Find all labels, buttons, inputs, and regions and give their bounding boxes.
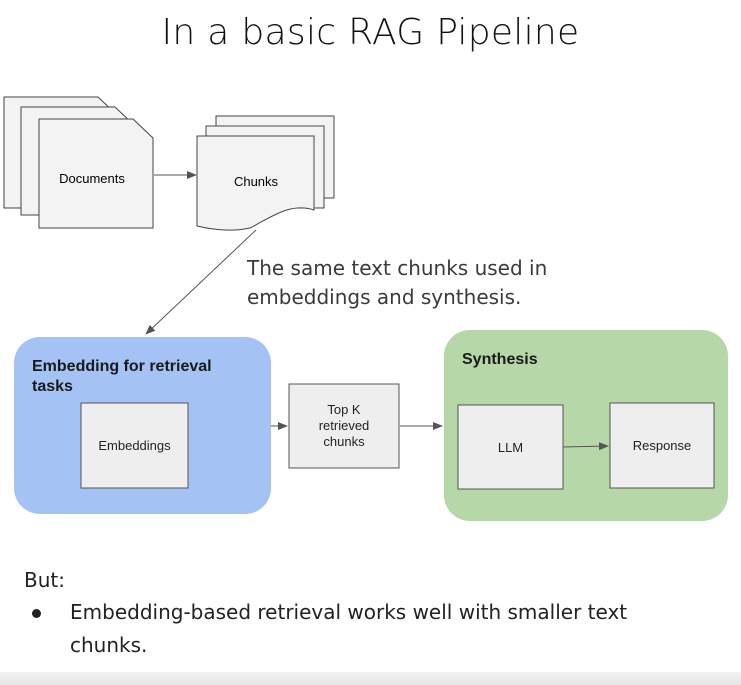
topk-box	[288, 383, 400, 469]
bottom-edge	[0, 672, 741, 685]
retrieval-panel-title: Embedding for retrieval tasks	[32, 358, 212, 395]
embeddings-label: Embeddings	[98, 438, 171, 453]
embeddings-box	[80, 402, 189, 489]
bullet-item: Embedding-based retrieval works well wit…	[70, 600, 628, 657]
documents-page	[38, 118, 154, 229]
llm-to-response-arrow	[562, 442, 609, 451]
bullet-dot-icon	[32, 609, 41, 618]
documents-stack: Documents	[3, 96, 154, 229]
synthesis-panel-title: Synthesis	[462, 351, 538, 368]
response-box	[609, 402, 715, 489]
chunks-label: Chunks	[234, 174, 279, 189]
topk-label: Top K retrieved chunks	[318, 402, 370, 449]
footer-intro: But:	[24, 568, 65, 592]
response-label: Response	[632, 438, 692, 453]
llm-label: LLM	[497, 439, 524, 455]
chunks-stack: Chunks	[196, 115, 335, 231]
chunks-page	[196, 135, 315, 231]
annotation-note: The same text chunks used in embeddings …	[247, 256, 548, 309]
page-title: In a basic RAG Pipeline	[161, 12, 580, 53]
chunks-to-retrieval-arrow	[145, 229, 257, 335]
documents-label: Documents	[59, 171, 125, 186]
